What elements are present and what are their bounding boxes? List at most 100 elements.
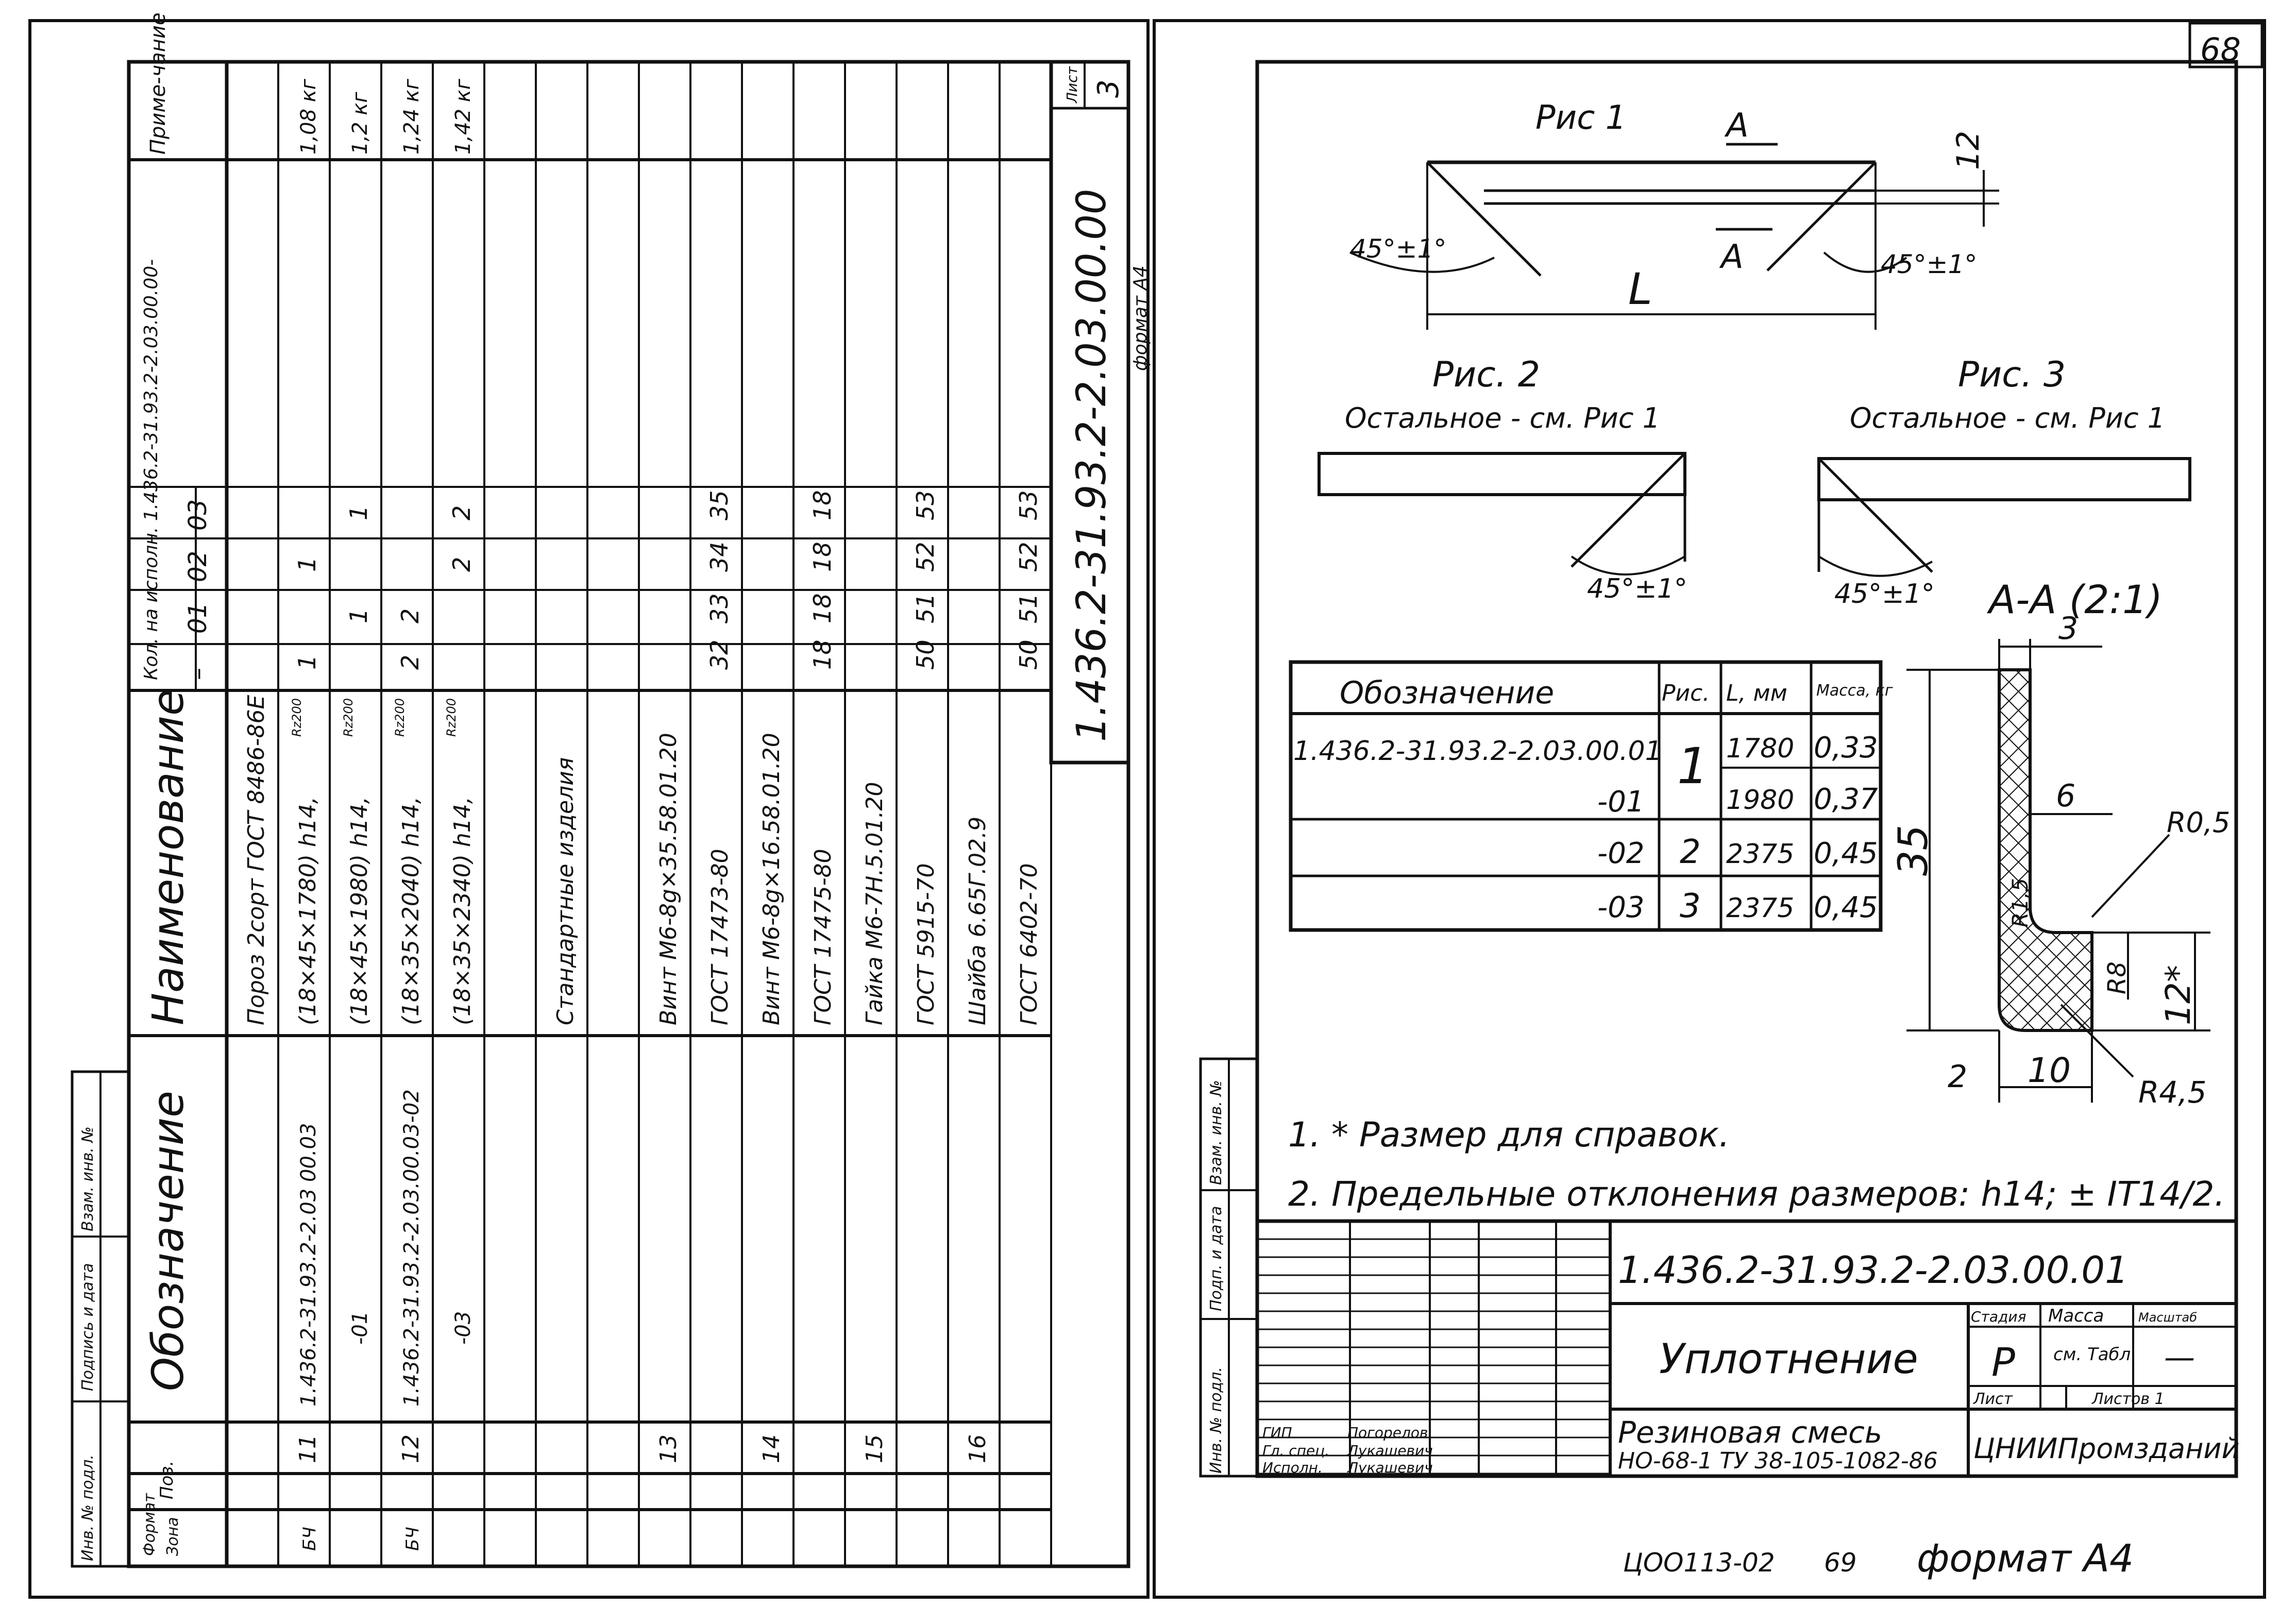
spec-row-name: Гайка М6-7Н.5.01.20 [862,782,888,1025]
stamp-title: Уплотнение [1659,1335,1918,1383]
spec-row-name: (18×45×1780) h14, [295,797,321,1025]
spec-row-name: (18×45×1980) h14, [346,797,373,1025]
param-table: Обозначение Рис. L, мм Масса, кг 1.436.2… [1289,660,1893,932]
fig2-title: Рис. 2 [1432,354,1540,395]
radius-0-5: R0,5 [2167,806,2230,839]
stamp-name-0: Погорелов [1347,1424,1428,1441]
notes: 1. * Размер для справок. 2. Предельные о… [1288,1115,2225,1214]
spec-row-format: БЧ [402,1527,423,1551]
header-zone: Зона [164,1517,182,1556]
dim-12-ref: 12* [2158,965,2198,1025]
spec-row-pos: 15 [862,1434,888,1463]
stamp-stage: Р [1991,1339,2015,1385]
spec-row-name: ГОСТ 5915-70 [913,863,939,1025]
spec-row-name: ГОСТ 17473-80 [707,849,733,1025]
table-row-0-designation: 1.436.2-31.93.2-2.03.00.01 [1293,736,1662,767]
fig3-sub: Остальное - см. Рис 1 [1850,402,2165,434]
left-title-block: Лист 3 1.436.2-31.93.2-2.03.00.00 формат… [1049,60,1151,765]
table-row-0-fig: 1 [1677,737,1709,795]
spec-row-roughness: Rz200 [341,698,356,737]
spec-row-note: 1,08 кг [297,78,320,155]
spec-row-qty: 2 [396,655,424,670]
spec-row-qty: 2 [448,505,476,520]
spec-row-qty: 32 [705,639,733,670]
header-name: Наименование [143,689,193,1025]
section-A-top: А [1724,107,1749,145]
table-header-mass: Масса, кг [1816,682,1893,700]
sheet-number: 68 [2200,31,2241,69]
footer-format: формат А4 [1917,1536,2134,1581]
stamp-material-1: Резиновая смесь [1618,1415,1882,1450]
stamp-mass: см. Табл [2053,1344,2131,1365]
footer: ЦОО113-02 69 формат А4 [1623,1536,2134,1581]
spec-row-qty: 18 [808,593,836,623]
radius-4-5: R4,5 [2138,1075,2207,1110]
table-row-3-length: 2375 [1726,893,1794,924]
table-row-3-fig: 3 [1680,887,1701,925]
stamp-name-2: Лукашевич [1347,1459,1433,1476]
stamp-code: 1.436.2-31.93.2-2.03.00.01 [1618,1248,2129,1292]
note-1: 1. * Размер для справок. [1288,1115,1730,1155]
table-row-2-designation: -02 [1597,837,1644,870]
header-format: Формат [141,1493,159,1556]
spec-row-qty: 2 [448,557,476,572]
spec-row-qty: 1 [293,655,321,670]
right-side-replace: Взам. инв. № [1207,1080,1225,1185]
qty-variant-1: 01 [183,602,212,634]
spec-row-name: (18×35×2040) h14, [398,797,424,1025]
section-A-bottom: А [1719,238,1744,276]
spec-row-pos: 11 [295,1434,321,1463]
sheet-label: Лист [1063,66,1080,104]
spec-row-pos: 13 [655,1434,682,1463]
qty-variant-0: – [183,668,212,680]
right-side-inv: Инв. № подл. [1207,1367,1225,1474]
table-row-3-designation: -03 [1597,891,1644,924]
qty-variant-3: 03 [183,499,212,531]
spec-row-roughness: Rz200 [393,698,407,737]
figure-2: Рис. 2 Остальное - см. Рис 1 45°±1° [1318,354,1687,604]
note-2: 2. Предельные отклонения размеров: h14; … [1288,1174,2225,1214]
table-row-1-length: 1980 [1726,785,1794,816]
header-qty: Кол. на исполн. 1.436.2-31.93.2-2.03.00.… [141,259,162,680]
spec-row-qty: 35 [705,490,733,520]
qty-variant-2: 02 [183,551,212,582]
table-header-fig: Рис. [1662,680,1710,706]
left-doc-code: 1.436.2-31.93.2-2.03.00.00 [1069,189,1115,742]
header-designation: Обозначение [143,1091,193,1391]
spec-row-qty: 1 [345,505,373,520]
dim-6: 6 [2056,778,2075,814]
table-row-0-mass: 0,33 [1814,731,1878,765]
fig2-sub: Остальное - см. Рис 1 [1345,402,1660,434]
stamp-role-0: ГИП [1262,1424,1292,1441]
spec-row-qty: 52 [1015,542,1042,572]
spec-row-name: Шайба 6.65Г.02.9 [965,817,991,1025]
side-label-inv: Инв. № подл. [79,1454,97,1561]
dim-10: 10 [2028,1051,2071,1090]
stamp-material-2: НО-68-1 ТУ 38-105-1082-86 [1618,1448,1938,1474]
spec-row-roughness: Rz200 [444,698,459,737]
side-label-sign: Подпись и дата [79,1263,97,1392]
spec-row-pos: 14 [758,1434,785,1463]
spec-row-format: БЧ [299,1527,320,1551]
figure-1: Рис 1 L 45°±1° 45°±1° А А 12 [1349,99,1999,330]
spec-row-designation: 1.436.2-31.93.2-2.03 00.03 [297,1123,320,1407]
spec-row-roughness: Rz200 [290,698,304,737]
stamp-role-1: Гл. спец. [1262,1442,1329,1459]
left-format-label: формат А4 [1130,265,1151,371]
side-label-replace: Взам. инв. № [79,1126,97,1231]
spec-row-qty: 50 [1015,639,1042,670]
spec-row-qty: 52 [911,542,939,572]
spec-headers: Формат Зона Поз. Обозначение Наименовани… [141,12,212,1556]
table-header-designation: Обозначение [1340,675,1554,711]
spec-row-note: 1,42 кг [451,78,475,155]
dim-3: 3 [2058,611,2078,647]
spec-row-qty: 18 [808,639,836,670]
right-side-sign: Подп. и дата [1207,1206,1225,1311]
section-title: А-А (2:1) [1986,577,2163,622]
spec-row-pos: 16 [965,1434,991,1463]
spec-row-name: ГОСТ 17475-80 [810,849,836,1025]
dim-12: 12 [1950,131,1986,170]
radius-8: R8 [2103,961,2132,994]
spec-row-note: 1,24 кг [400,78,424,155]
